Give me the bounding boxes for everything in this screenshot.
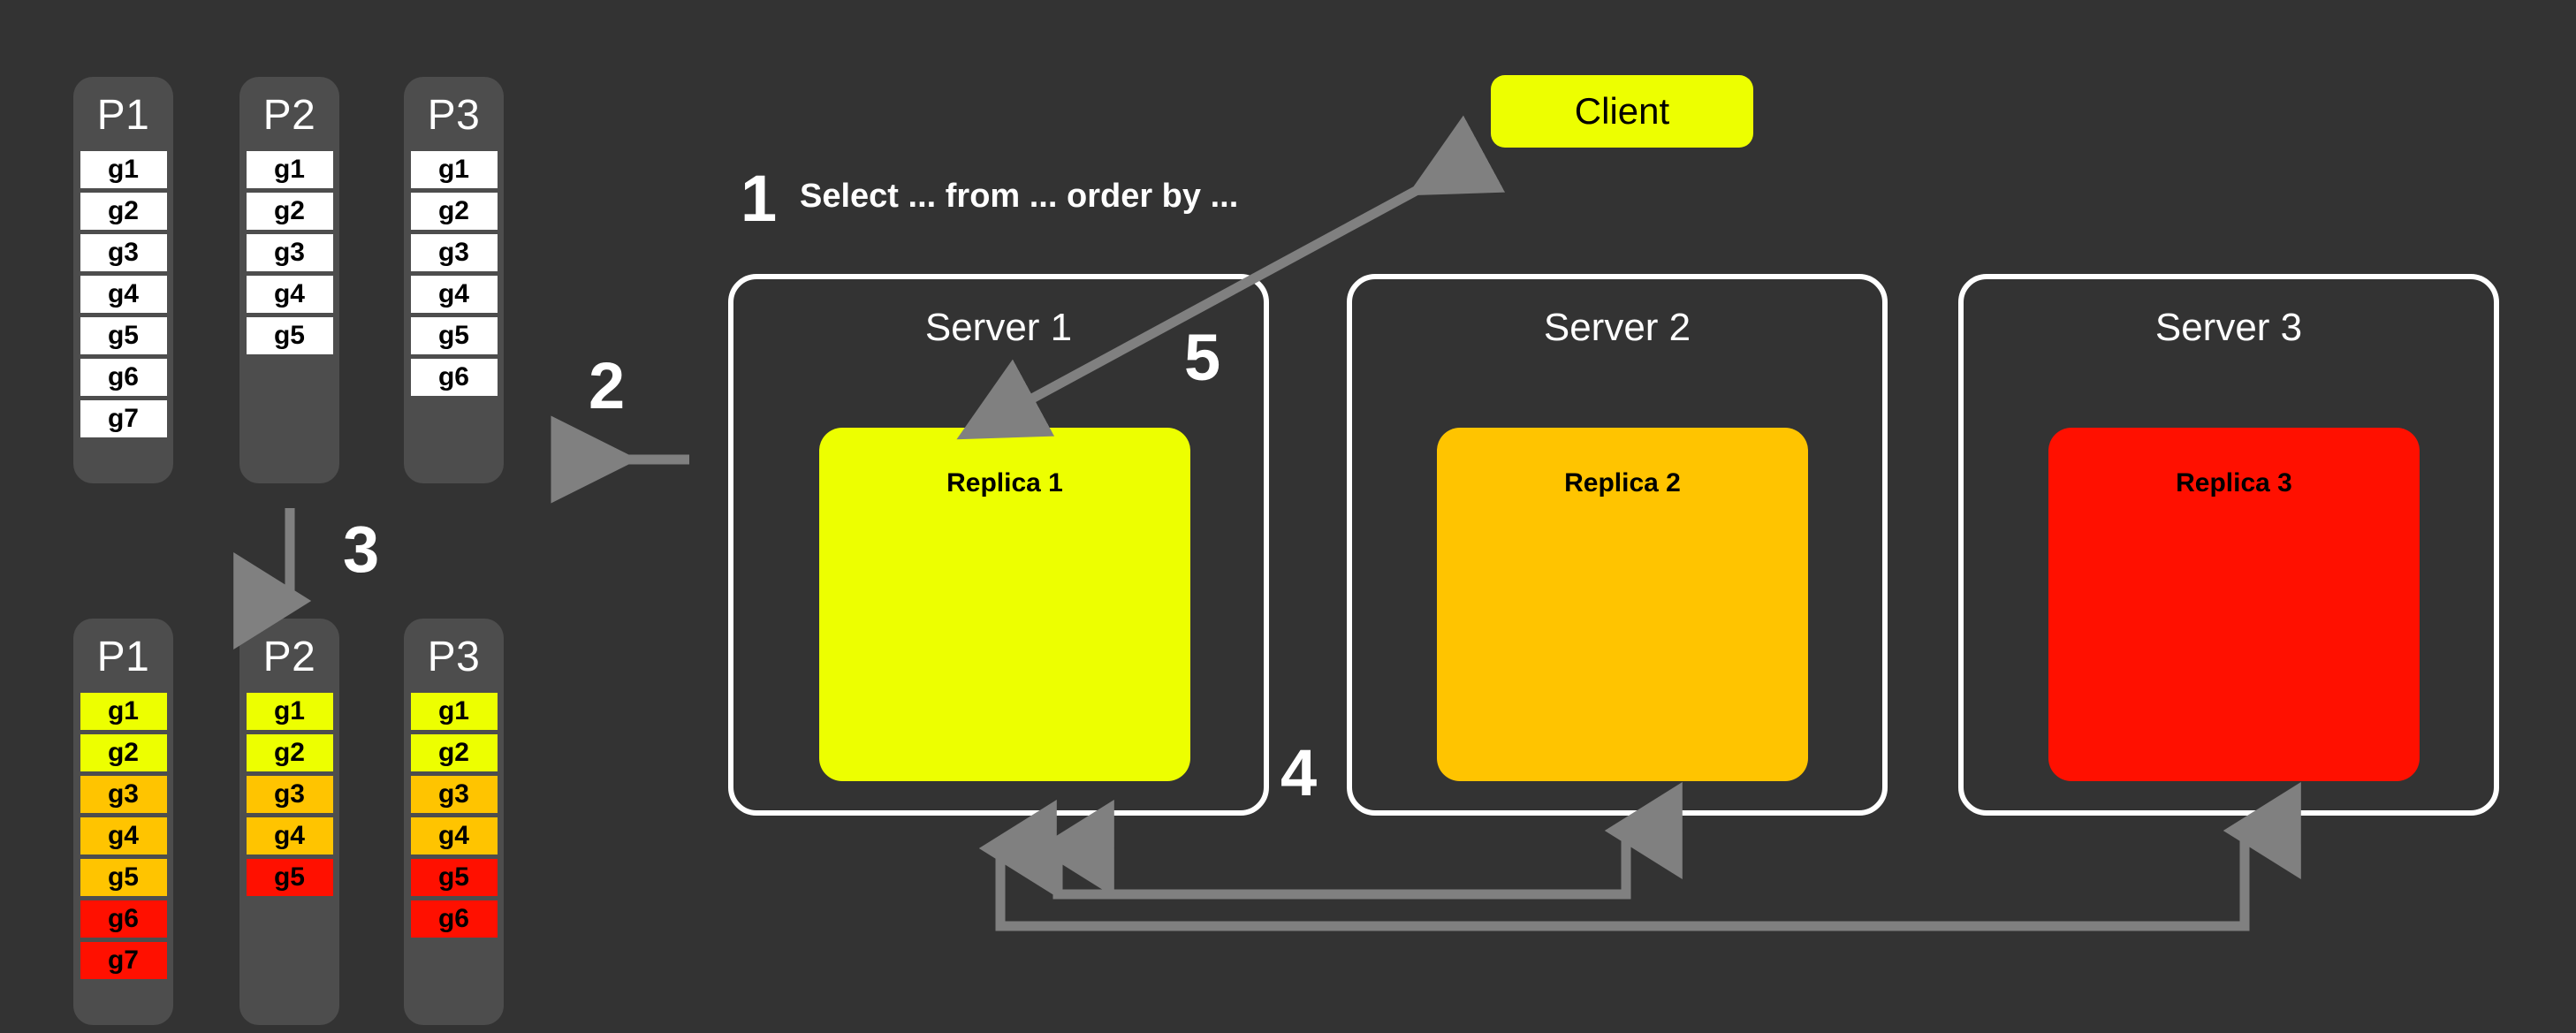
server-title: Server 3 (2154, 306, 2303, 349)
query-caption: Select ... from ... order by ... (800, 178, 1239, 215)
partition-title: P3 (427, 634, 481, 680)
partition-title: P2 (262, 634, 316, 680)
step-number-3: 3 (343, 513, 380, 586)
partition-cells: g1 g2 g3 g4 g5 g6 g7 (73, 151, 173, 437)
server-3-frame: Server 3 Replica 3 (1958, 274, 2499, 816)
client-box[interactable]: Client (1491, 75, 1753, 148)
replica-1-box[interactable]: Replica 1 (819, 428, 1190, 781)
partition-cell: g2 (246, 734, 333, 771)
step-number-2: 2 (589, 349, 626, 422)
partition-cell: g5 (80, 317, 167, 354)
arrow-step-4-from-server-2 (1036, 782, 1683, 900)
partition-cell: g1 (410, 693, 498, 730)
partition-cell: g3 (246, 234, 333, 271)
partition-cell: g4 (246, 276, 333, 313)
partition-cell: g6 (410, 900, 498, 938)
partition-cell: g1 (80, 693, 167, 730)
arrow-step-4-from-server-3 (978, 782, 2301, 931)
partition-cell: g2 (410, 734, 498, 771)
partition-cell: g7 (80, 942, 167, 979)
partition-cell: g2 (246, 193, 333, 230)
replica-label: Replica 3 (2176, 468, 2292, 498)
partition-cell: g5 (246, 317, 333, 354)
partition-cell: g2 (80, 193, 167, 230)
partition-cell: g4 (246, 817, 333, 855)
partition-cell: g3 (246, 776, 333, 813)
server-2-frame: Server 2 Replica 2 (1347, 274, 1888, 816)
replica-3-box[interactable]: Replica 3 (2048, 428, 2420, 781)
partition-cell: g2 (80, 734, 167, 771)
partition-top-p1: P1 g1 g2 g3 g4 g5 g6 g7 (73, 77, 173, 483)
partition-cell: g1 (246, 693, 333, 730)
partition-cells: g1 g2 g3 g4 g5 g6 (404, 693, 504, 938)
partition-bottom-p1: P1 g1 g2 g3 g4 g5 g6 g7 (73, 619, 173, 1025)
partition-cell: g3 (80, 234, 167, 271)
partition-bottom-p3: P3 g1 g2 g3 g4 g5 g6 (404, 619, 504, 1025)
replica-label: Replica 1 (946, 468, 1063, 498)
partition-top-p3: P3 g1 g2 g3 g4 g5 g6 (404, 77, 504, 483)
partition-cell: g4 (410, 817, 498, 855)
partition-cells: g1 g2 g3 g4 g5 (239, 693, 339, 896)
partition-cell: g1 (410, 151, 498, 188)
partition-cells: g1 g2 g3 g4 g5 g6 (404, 151, 504, 396)
partition-cell: g4 (410, 276, 498, 313)
partition-cell: g3 (80, 776, 167, 813)
partition-cell: g3 (410, 776, 498, 813)
partition-title: P3 (427, 92, 481, 139)
step-number-1: 1 (741, 162, 778, 235)
partition-cells: g1 g2 g3 g4 g5 (239, 151, 339, 354)
replica-2-box[interactable]: Replica 2 (1437, 428, 1808, 781)
partition-cells: g1 g2 g3 g4 g5 g6 g7 (73, 693, 173, 979)
partition-cell: g4 (80, 817, 167, 855)
partition-cell: g7 (80, 400, 167, 437)
partition-cell: g1 (80, 151, 167, 188)
step-number-4: 4 (1280, 736, 1318, 809)
partition-cell: g5 (410, 859, 498, 896)
partition-bottom-p2: P2 g1 g2 g3 g4 g5 (239, 619, 339, 1025)
partition-cell: g5 (80, 859, 167, 896)
partition-cell: g6 (410, 359, 498, 396)
partition-title: P2 (262, 92, 316, 139)
server-title: Server 1 (924, 306, 1073, 349)
partition-title: P1 (96, 92, 150, 139)
partition-cell: g6 (80, 359, 167, 396)
partition-cell: g5 (246, 859, 333, 896)
partition-top-p2: P2 g1 g2 g3 g4 g5 (239, 77, 339, 483)
client-label: Client (1574, 90, 1670, 132)
partition-cell: g2 (410, 193, 498, 230)
partition-cell: g5 (410, 317, 498, 354)
replica-label: Replica 2 (1564, 468, 1681, 498)
partition-cell: g6 (80, 900, 167, 938)
partition-cell: g3 (410, 234, 498, 271)
partition-cell: g4 (80, 276, 167, 313)
server-title: Server 2 (1543, 306, 1691, 349)
server-1-frame: Server 1 Replica 1 (728, 274, 1269, 816)
partition-title: P1 (96, 634, 150, 680)
partition-cell: g1 (246, 151, 333, 188)
